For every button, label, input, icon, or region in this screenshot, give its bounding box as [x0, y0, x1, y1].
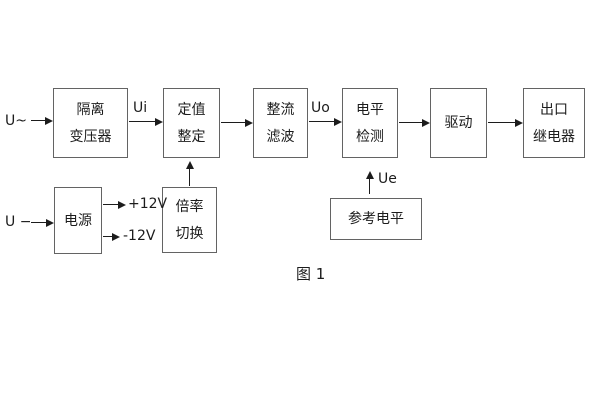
- block-label: 检测: [356, 128, 384, 145]
- signal-label-uo: Uo: [311, 100, 330, 116]
- block-label: 倍率: [175, 198, 204, 215]
- block-rectifier-filter: 整流 滤波: [253, 88, 308, 158]
- block-driver: 驱动: [430, 88, 487, 158]
- signal-label-ui: Ui: [133, 100, 148, 116]
- block-label: 整定: [177, 128, 206, 145]
- block-label: 整流: [266, 101, 295, 118]
- arrow-ac-input-line: [31, 120, 47, 121]
- arrow-driver-to-relay-head: [515, 119, 523, 127]
- arrow-uo-line: [309, 121, 335, 122]
- block-label: 继电器: [533, 128, 575, 145]
- block-output-relay: 出口 继电器: [523, 88, 585, 158]
- arrow-ratio-to-setting-head: [186, 161, 194, 169]
- arrow-ue-head: [366, 171, 374, 179]
- arrow-plus12v-head: [118, 201, 126, 209]
- block-label: 参考电平: [348, 211, 404, 227]
- block-label: 电平: [356, 101, 384, 118]
- block-label: 变压器: [69, 128, 112, 145]
- arrow-ui-head: [155, 118, 163, 126]
- block-reference-level: 参考电平: [330, 198, 422, 240]
- arrow-ue-line: [369, 178, 370, 194]
- block-label: 驱动: [444, 115, 473, 131]
- arrow-uo-head: [334, 118, 342, 126]
- block-level-detect: 电平 检测: [342, 88, 398, 158]
- arrow-dc-input-head: [46, 219, 54, 227]
- arrow-driver-to-relay-line: [488, 122, 516, 123]
- block-setting-adjust: 定值 整定: [163, 88, 220, 158]
- arrow-detect-to-driver-head: [422, 119, 430, 127]
- block-label: 隔离: [76, 101, 105, 118]
- arrow-setting-to-rectifier-head: [245, 119, 253, 127]
- arrow-ui-line: [129, 121, 156, 122]
- arrow-ratio-to-setting-line: [189, 168, 190, 186]
- block-isolation-transformer: 隔离 变压器: [53, 88, 128, 158]
- block-label: 滤波: [266, 128, 295, 145]
- block-ratio-switch: 倍率 切换: [162, 187, 217, 253]
- signal-label-ue: Ue: [378, 171, 397, 187]
- signal-label-plus12v: +12V: [128, 196, 168, 212]
- block-label: 出口: [540, 101, 568, 118]
- block-label: 电源: [64, 212, 92, 229]
- arrow-minus12v-line: [103, 236, 113, 237]
- block-power-supply: 电源: [54, 187, 102, 254]
- signal-label-minus12v: -12V: [123, 228, 156, 244]
- arrow-setting-to-rectifier-line: [221, 122, 246, 123]
- arrow-dc-input-line: [31, 222, 47, 223]
- block-label: 切换: [175, 225, 204, 242]
- block-label: 定值: [177, 101, 206, 118]
- signal-label-dc-input: U −: [5, 214, 32, 230]
- arrow-plus12v-line: [103, 204, 119, 205]
- signal-label-ac-input: U~: [5, 113, 27, 129]
- arrow-minus12v-head: [112, 233, 120, 241]
- arrow-ac-input-head: [45, 117, 53, 125]
- arrow-detect-to-driver-line: [399, 122, 423, 123]
- figure-caption: 图 1: [296, 265, 326, 283]
